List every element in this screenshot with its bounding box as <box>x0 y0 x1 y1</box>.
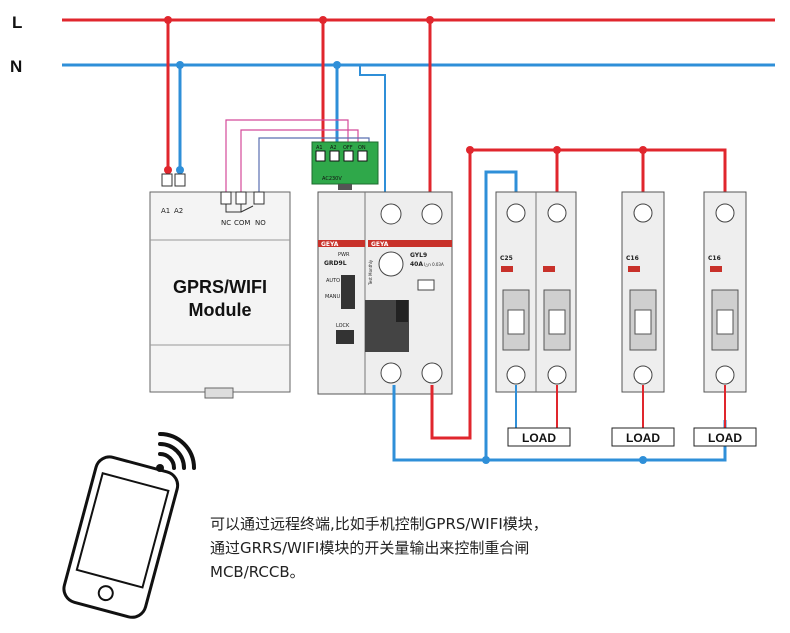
smartphone-icon <box>62 455 180 619</box>
wire-L-out <box>430 148 727 440</box>
svg-text:AC230V: AC230V <box>322 176 342 182</box>
label-L: L <box>12 13 22 32</box>
screw-icon <box>380 362 402 384</box>
svg-text:LOCK: LOCK <box>336 323 350 329</box>
load-box <box>693 427 757 447</box>
svg-text:NO: NO <box>255 219 266 227</box>
note-line-2: 通过GRRS/WIFI模块的开关量输出来控制重合闸 <box>210 539 530 557</box>
svg-text:GEYA: GEYA <box>371 241 389 248</box>
load-box <box>507 427 571 447</box>
svg-text:MANU: MANU <box>325 294 340 300</box>
svg-text:AUTO: AUTO <box>326 278 340 284</box>
junction <box>466 146 474 154</box>
load-label: LOAD <box>708 431 742 445</box>
gprs-module: A1 A2 NC COM NO GPRS/WIFI Module <box>149 173 291 399</box>
junction <box>164 16 172 24</box>
label-N: N <box>10 57 22 76</box>
svg-text:40A: 40A <box>410 261 423 268</box>
screw-icon <box>421 203 443 225</box>
svg-text:A2: A2 <box>174 207 183 215</box>
svg-text:OFF: OFF <box>343 145 353 151</box>
junction <box>482 456 490 464</box>
svg-text:PWR: PWR <box>338 252 350 258</box>
svg-text:A1: A1 <box>161 207 170 215</box>
screw-icon <box>421 362 443 384</box>
mcb-2: C16 <box>621 191 665 393</box>
signal-wire-1 <box>225 119 349 192</box>
svg-text:A2: A2 <box>330 145 337 151</box>
screw-icon <box>380 203 402 225</box>
junction <box>176 61 184 69</box>
svg-text:C25: C25 <box>500 255 513 262</box>
svg-text:C16: C16 <box>708 255 721 262</box>
svg-text:GYL9: GYL9 <box>410 252 427 259</box>
wire-N-bus <box>484 170 518 460</box>
svg-text:ON: ON <box>358 145 366 151</box>
relay-module: A1 A2 OFF ON AC230V <box>311 141 379 190</box>
svg-text:GRD9L: GRD9L <box>324 260 347 267</box>
note-line-3: MCB/RCCB。 <box>210 563 305 581</box>
wifi-icon <box>156 432 196 472</box>
junction <box>319 16 327 24</box>
junction <box>164 166 172 174</box>
test-button <box>378 251 404 277</box>
junction <box>639 146 647 154</box>
wire-N-rccb <box>359 65 386 195</box>
junction <box>553 146 561 154</box>
svg-text:C16: C16 <box>626 255 639 262</box>
svg-text:Test Monthly: Test Monthly <box>368 259 373 286</box>
load-box <box>611 427 675 447</box>
gprs-title-1: GPRS/WIFI <box>173 277 267 297</box>
mcb-3: C16 <box>703 191 747 393</box>
junction <box>333 61 341 69</box>
note-line-1: 可以通过远程终端,比如手机控制GPRS/WIFI模块， <box>210 515 548 533</box>
svg-text:GEYA: GEYA <box>321 241 339 248</box>
load-label: LOAD <box>626 431 660 445</box>
load-label: LOAD <box>522 431 556 445</box>
gprs-title-2: Module <box>189 300 252 320</box>
mcb-1: C25 <box>495 191 577 393</box>
description-note: 可以通过远程终端,比如手机控制GPRS/WIFI模块， 通过GRRS/WIFI模… <box>210 512 630 584</box>
wire-N-out <box>392 385 727 462</box>
rccb-device: GEYA PWR GRD9L AUTO MANU LOCK GEYA GYL9 … <box>317 191 453 395</box>
junction <box>426 16 434 24</box>
svg-text:COM: COM <box>234 219 250 227</box>
junction <box>176 166 184 174</box>
junction <box>639 456 647 464</box>
svg-text:NC: NC <box>221 219 231 227</box>
svg-text:A1: A1 <box>316 145 323 151</box>
svg-text:I△n 0.03A: I△n 0.03A <box>424 262 444 267</box>
